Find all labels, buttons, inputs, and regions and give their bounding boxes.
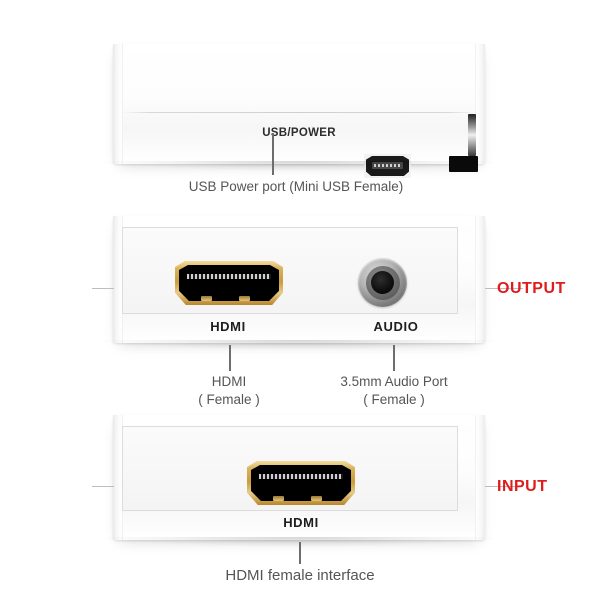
leader-line-output-left (92, 288, 114, 289)
leader-line-hdmi-input (299, 542, 301, 564)
hdmi-pin-strip (259, 474, 343, 479)
mini-usb-port (364, 154, 411, 178)
hdmi-input-port (247, 461, 355, 505)
leader-line-input-left (92, 486, 114, 487)
hdmi-cavity (251, 465, 351, 501)
output-label: OUTPUT (497, 280, 566, 297)
audio-output-port (358, 258, 407, 307)
device-output-face: HDMI AUDIO (98, 216, 500, 350)
leader-line-input (485, 486, 523, 487)
ir-window-icon (449, 156, 478, 172)
device-top-usb-face: USB/POWER (98, 44, 500, 178)
usb-power-silkscreen-label: USB/POWER (262, 127, 336, 139)
device-right-edge (475, 44, 485, 164)
audio-output-silkscreen-label: AUDIO (373, 319, 419, 334)
hdmi-notch (201, 296, 212, 301)
device-right-edge (475, 415, 485, 540)
input-label: INPUT (497, 478, 548, 495)
caption-usb-power-port: USB Power port (Mini USB Female) (188, 179, 404, 194)
case-seam-line (122, 112, 476, 113)
output-face-plate (122, 227, 458, 314)
leader-line-usb-port (272, 133, 274, 175)
audio-jack-hole (371, 271, 394, 294)
device-left-edge (113, 44, 123, 164)
hdmi-input-silkscreen-label: HDMI (283, 515, 319, 530)
device-input-face: HDMI (98, 415, 500, 547)
hdmi-pin-strip (187, 274, 271, 279)
device-right-edge (475, 216, 485, 343)
hdmi-notch (311, 496, 322, 501)
caption-hdmi-input: HDMI female interface (225, 567, 375, 584)
side-dark-strip (468, 114, 476, 156)
hdmi-notch (239, 296, 250, 301)
leader-line-hdmi-output (229, 345, 231, 371)
mini-usb-pins (374, 164, 401, 167)
leader-line-output (485, 288, 523, 289)
hdmi-output-port (175, 261, 283, 305)
audio-jack-ring (365, 265, 400, 300)
hdmi-output-silkscreen-label: HDMI (210, 319, 246, 334)
leader-line-audio-output (393, 345, 395, 371)
caption-hdmi-output: HDMI ( Female ) (198, 374, 260, 408)
hdmi-cavity (179, 265, 279, 301)
caption-audio-output: 3.5mm Audio Port ( Female ) (340, 374, 448, 408)
hdmi-notch (273, 496, 284, 501)
